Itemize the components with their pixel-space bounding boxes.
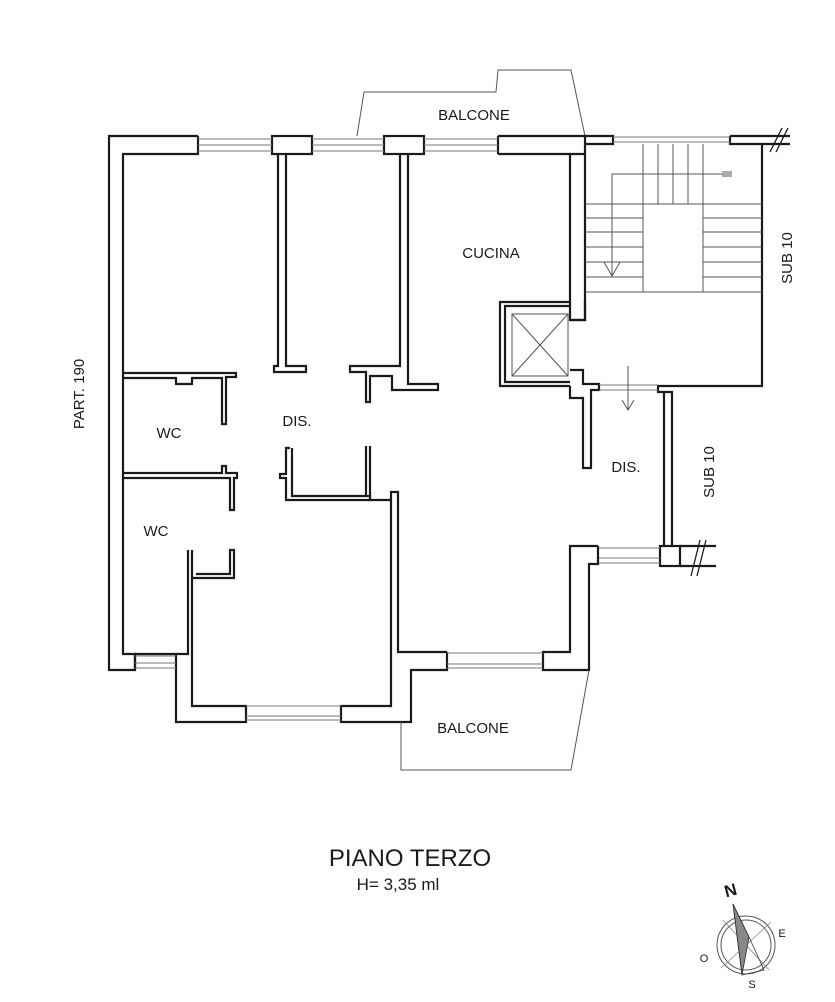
partition xyxy=(348,154,440,404)
plan-subtitle: H= 3,35 ml xyxy=(357,875,440,894)
wall-pier xyxy=(270,134,314,156)
balcony-top-outline xyxy=(356,69,586,137)
right-lower-corner xyxy=(658,539,716,577)
boundary-label-right-lower: SUB 10 xyxy=(701,446,718,498)
staircase xyxy=(585,144,762,293)
window-bottom-right xyxy=(447,652,543,669)
partition xyxy=(272,154,308,374)
window-top-3 xyxy=(424,138,498,152)
wall xyxy=(570,300,587,322)
outer-wall-bottom-mid xyxy=(368,446,447,654)
room-label-dis-right: DIS. xyxy=(611,459,640,476)
stair-wall-top xyxy=(585,134,615,146)
boundary-label-left: PART. 190 xyxy=(71,359,88,429)
room-label-wc-upper: WC xyxy=(157,425,182,442)
boundary-label-right-upper: SUB 10 xyxy=(779,232,796,284)
room-label-dis-left: DIS. xyxy=(282,413,311,430)
outer-wall-bottom-left xyxy=(133,550,248,724)
wall xyxy=(176,550,190,656)
outer-wall-top-right xyxy=(498,134,587,322)
door-landing xyxy=(599,366,658,411)
balcony-bottom-outline xyxy=(400,669,590,771)
compass-south-label: S xyxy=(748,979,755,991)
plan-title: PIANO TERZO xyxy=(329,845,491,872)
stair-wall-right xyxy=(656,136,764,546)
elevator-shaft xyxy=(498,300,570,388)
room-label-wc-lower: WC xyxy=(144,523,169,540)
window-bottom-left xyxy=(135,655,176,669)
window-top-2 xyxy=(312,138,384,152)
wall-pier xyxy=(382,134,426,156)
wall xyxy=(192,548,236,580)
break-mark xyxy=(769,127,789,153)
compass-west-label: O xyxy=(700,953,709,965)
partition-dis xyxy=(278,446,372,502)
window-right-lower xyxy=(598,547,660,564)
outer-wall-left xyxy=(107,134,200,672)
partition-wc-upper-top xyxy=(123,371,238,426)
room-label-balcone-top: BALCONE xyxy=(438,107,510,124)
window-top-1 xyxy=(198,138,272,152)
outer-wall-lower-right xyxy=(541,544,600,672)
room-label-balcone-bottom: BALCONE xyxy=(437,720,509,737)
window-stair xyxy=(613,136,730,143)
partition-wc-middle xyxy=(123,464,239,512)
room-label-cucina: CUCINA xyxy=(462,245,520,262)
wall xyxy=(339,500,449,724)
compass-rose: N E S O xyxy=(700,880,786,991)
compass-north-label: N xyxy=(722,880,739,902)
wall xyxy=(568,368,601,470)
window-bottom-center xyxy=(246,705,341,721)
compass-east-label: E xyxy=(778,928,785,940)
